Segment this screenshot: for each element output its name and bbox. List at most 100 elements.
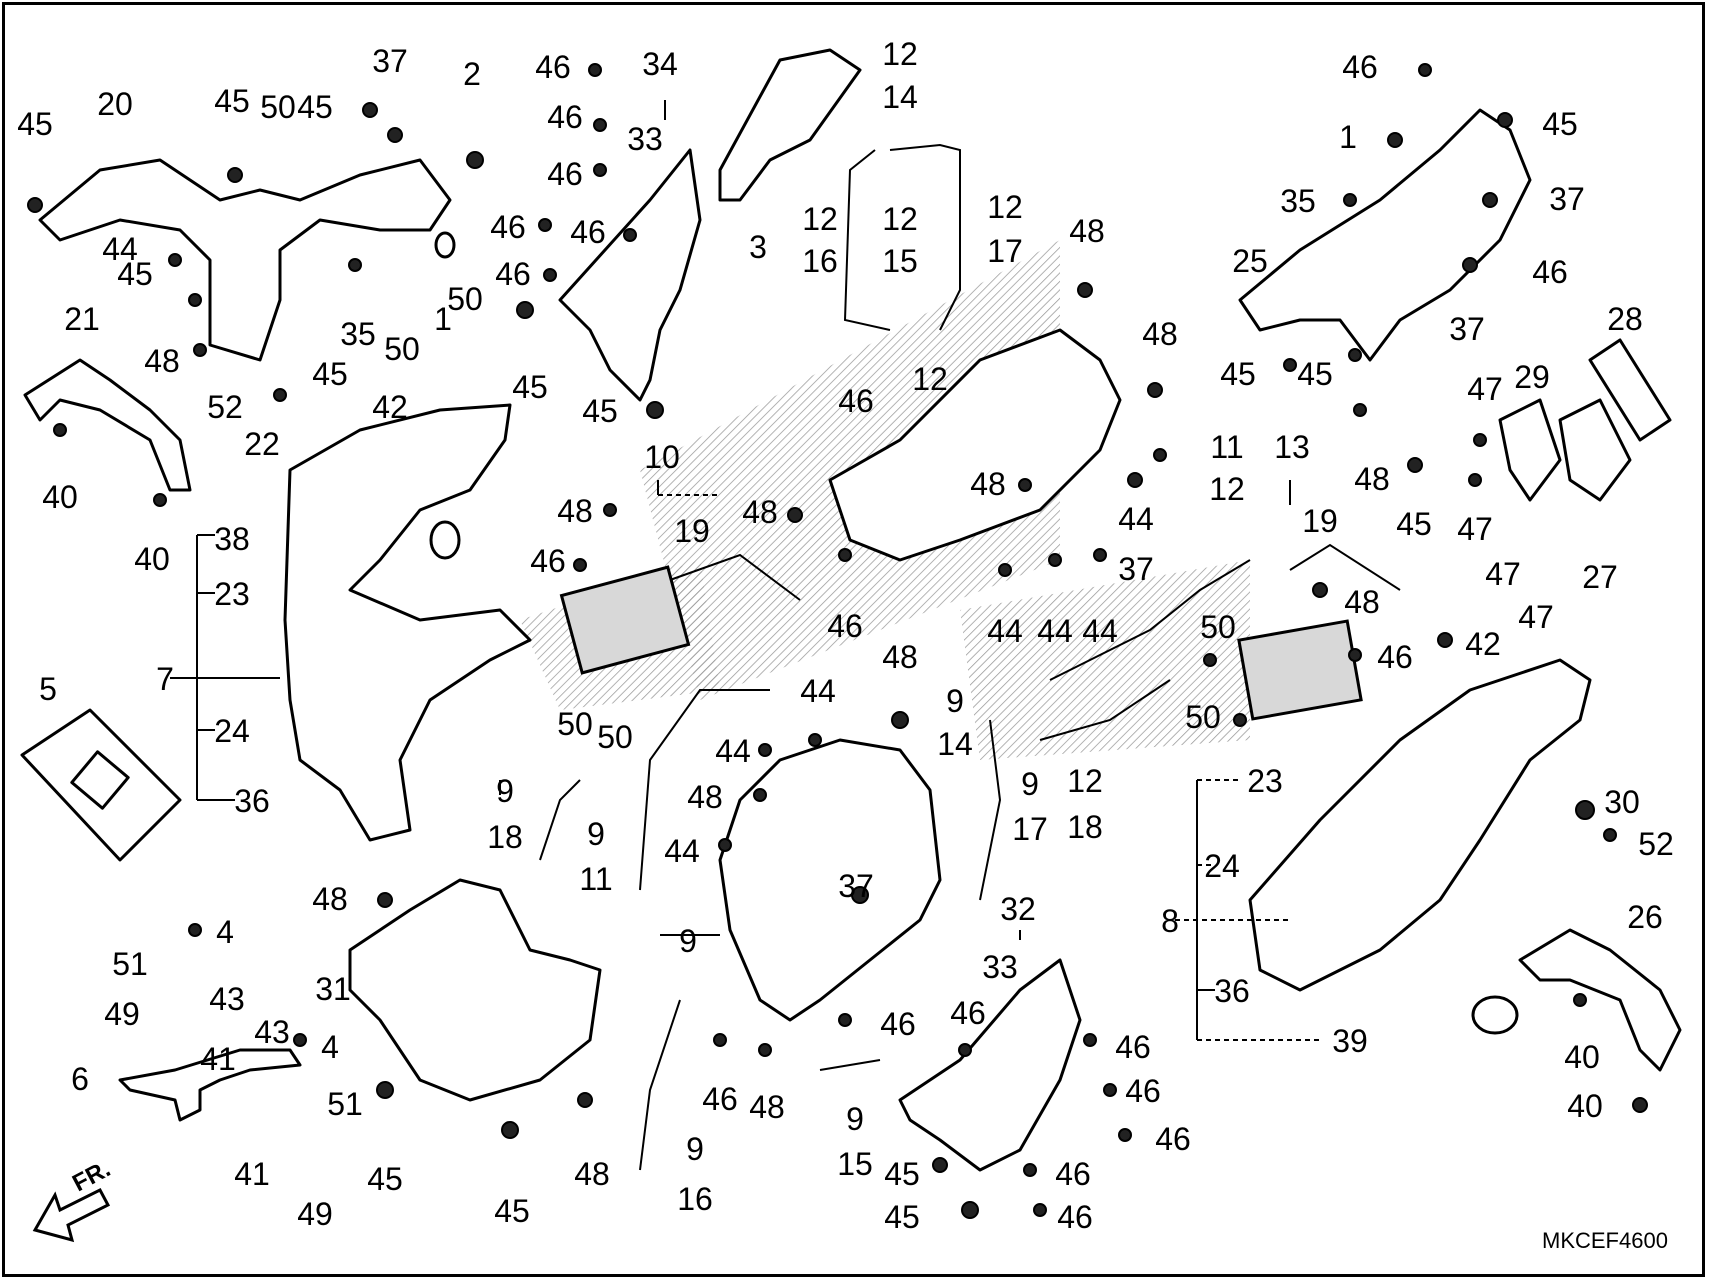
diagram-code: MKCEF4600 xyxy=(1542,1228,1668,1253)
callout-labels: 45 20 45 50 45 37 2 44 45 35 50 1 50 48 … xyxy=(17,36,1674,1235)
fasteners xyxy=(27,63,1648,1219)
part-8-side-cowl xyxy=(1248,658,1592,992)
parts xyxy=(20,48,1682,1172)
callout-label: 46 xyxy=(530,543,566,579)
callout-label: 38 xyxy=(214,521,250,557)
callout-label: 46 xyxy=(535,49,571,85)
part-3-plate xyxy=(718,48,862,202)
callout-label: 45 xyxy=(884,1156,920,1192)
callout-label: 46 xyxy=(1532,254,1568,290)
hose-9-18 xyxy=(539,779,581,861)
callout-label: 47 xyxy=(1467,371,1503,407)
hose-11-12 xyxy=(1049,559,1251,681)
callout-label: 46 xyxy=(495,256,531,292)
callout-label: 17 xyxy=(987,233,1023,269)
callout-label: 42 xyxy=(372,389,408,425)
callout-label: 24 xyxy=(214,713,250,749)
callout-label: 12 xyxy=(882,201,918,237)
callout-label: 42 xyxy=(1465,626,1501,662)
callout-label: 44 xyxy=(1037,613,1073,649)
callout-label: 1 xyxy=(1339,119,1357,155)
part-21-bracket xyxy=(23,358,192,492)
part-13-radiator xyxy=(1237,619,1363,721)
callout-label: 49 xyxy=(297,1196,333,1232)
callout-label: 33 xyxy=(627,121,663,157)
callout-label: 46 xyxy=(547,156,583,192)
callout-label: 47 xyxy=(1518,599,1554,635)
callout-label: 47 xyxy=(1457,511,1493,547)
part-28-strip xyxy=(1588,338,1672,442)
part-7-side-cowl xyxy=(283,403,532,842)
callout-label: 45 xyxy=(1297,356,1333,392)
callout-label: 31 xyxy=(315,971,351,1007)
hose-9-15 xyxy=(819,1059,881,1071)
callout-label: 40 xyxy=(1564,1039,1600,1075)
callout-label: 19 xyxy=(1302,503,1338,539)
callout-label: 41 xyxy=(234,1156,270,1192)
callout-label: 16 xyxy=(802,243,838,279)
callout-label: 16 xyxy=(677,1181,713,1217)
callout-label: 12 xyxy=(1209,471,1245,507)
callout-label: 48 xyxy=(1354,461,1390,497)
callout-label: 40 xyxy=(42,479,78,515)
hose-19-left xyxy=(669,553,801,601)
callout-label: 48 xyxy=(882,639,918,675)
callout-label: 46 xyxy=(827,608,863,644)
callout-label: 9 xyxy=(686,1131,704,1167)
callout-label: 48 xyxy=(749,1089,785,1125)
callout-label: 51 xyxy=(327,1086,363,1122)
callout-label: 48 xyxy=(144,343,180,379)
callout-label: 40 xyxy=(134,541,170,577)
hose-9-16 xyxy=(639,999,681,1171)
callout-label: 4 xyxy=(321,1029,339,1065)
callout-label: 21 xyxy=(64,301,100,337)
callout-label: 5 xyxy=(39,671,57,707)
callout-label: 33 xyxy=(982,949,1018,985)
callout-label: 35 xyxy=(340,316,376,352)
callout-label: 52 xyxy=(207,389,243,425)
callout-label: 45 xyxy=(297,89,333,125)
callout-label: 20 xyxy=(97,86,133,122)
callout-label: 45 xyxy=(512,369,548,405)
callout-label: 43 xyxy=(254,1014,290,1050)
callout-label: 50 xyxy=(384,331,420,367)
callout-label: 46 xyxy=(702,1081,738,1117)
callout-label: 48 xyxy=(1142,316,1178,352)
part-9-inner-frame xyxy=(718,738,942,1022)
callout-label: 46 xyxy=(570,214,606,250)
callout-label: 9 xyxy=(587,816,605,852)
callout-label: 37 xyxy=(838,868,874,904)
hose-12-16 xyxy=(843,149,891,331)
callout-label: 2 xyxy=(463,56,481,92)
callout-label: 17 xyxy=(1012,811,1048,847)
callout-label: 40 xyxy=(1567,1088,1603,1124)
callout-label: 4 xyxy=(216,914,234,950)
part-25-upper-cowl xyxy=(1238,108,1532,362)
callout-label: 12 xyxy=(882,36,918,72)
callout-label: 9 xyxy=(1021,766,1039,802)
part-34-inner-panel xyxy=(558,148,702,402)
callout-label: 46 xyxy=(880,1006,916,1042)
callout-label: 44 xyxy=(664,833,700,869)
callout-label: 51 xyxy=(112,946,148,982)
callout-label: 50 xyxy=(260,89,296,125)
callout-label: 45 xyxy=(582,393,618,429)
callout-label: 28 xyxy=(1607,301,1643,337)
callout-label: 48 xyxy=(557,493,593,529)
callout-label: 34 xyxy=(642,46,678,82)
callout-label: 1 xyxy=(434,301,452,337)
callout-label: 45 xyxy=(1220,356,1256,392)
callout-label: 50 xyxy=(1200,609,1236,645)
callout-label: 9 xyxy=(496,773,514,809)
callout-label: 19 xyxy=(674,513,710,549)
callout-label: 44 xyxy=(715,733,751,769)
callout-label: 25 xyxy=(1232,243,1268,279)
callout-label: 39 xyxy=(1332,1023,1368,1059)
callout-label: 12 xyxy=(802,201,838,237)
callout-label: 10 xyxy=(644,439,680,475)
callout-label: 44 xyxy=(102,231,138,267)
callout-label: 27 xyxy=(1582,559,1618,595)
hose-12-18 xyxy=(1039,679,1171,741)
